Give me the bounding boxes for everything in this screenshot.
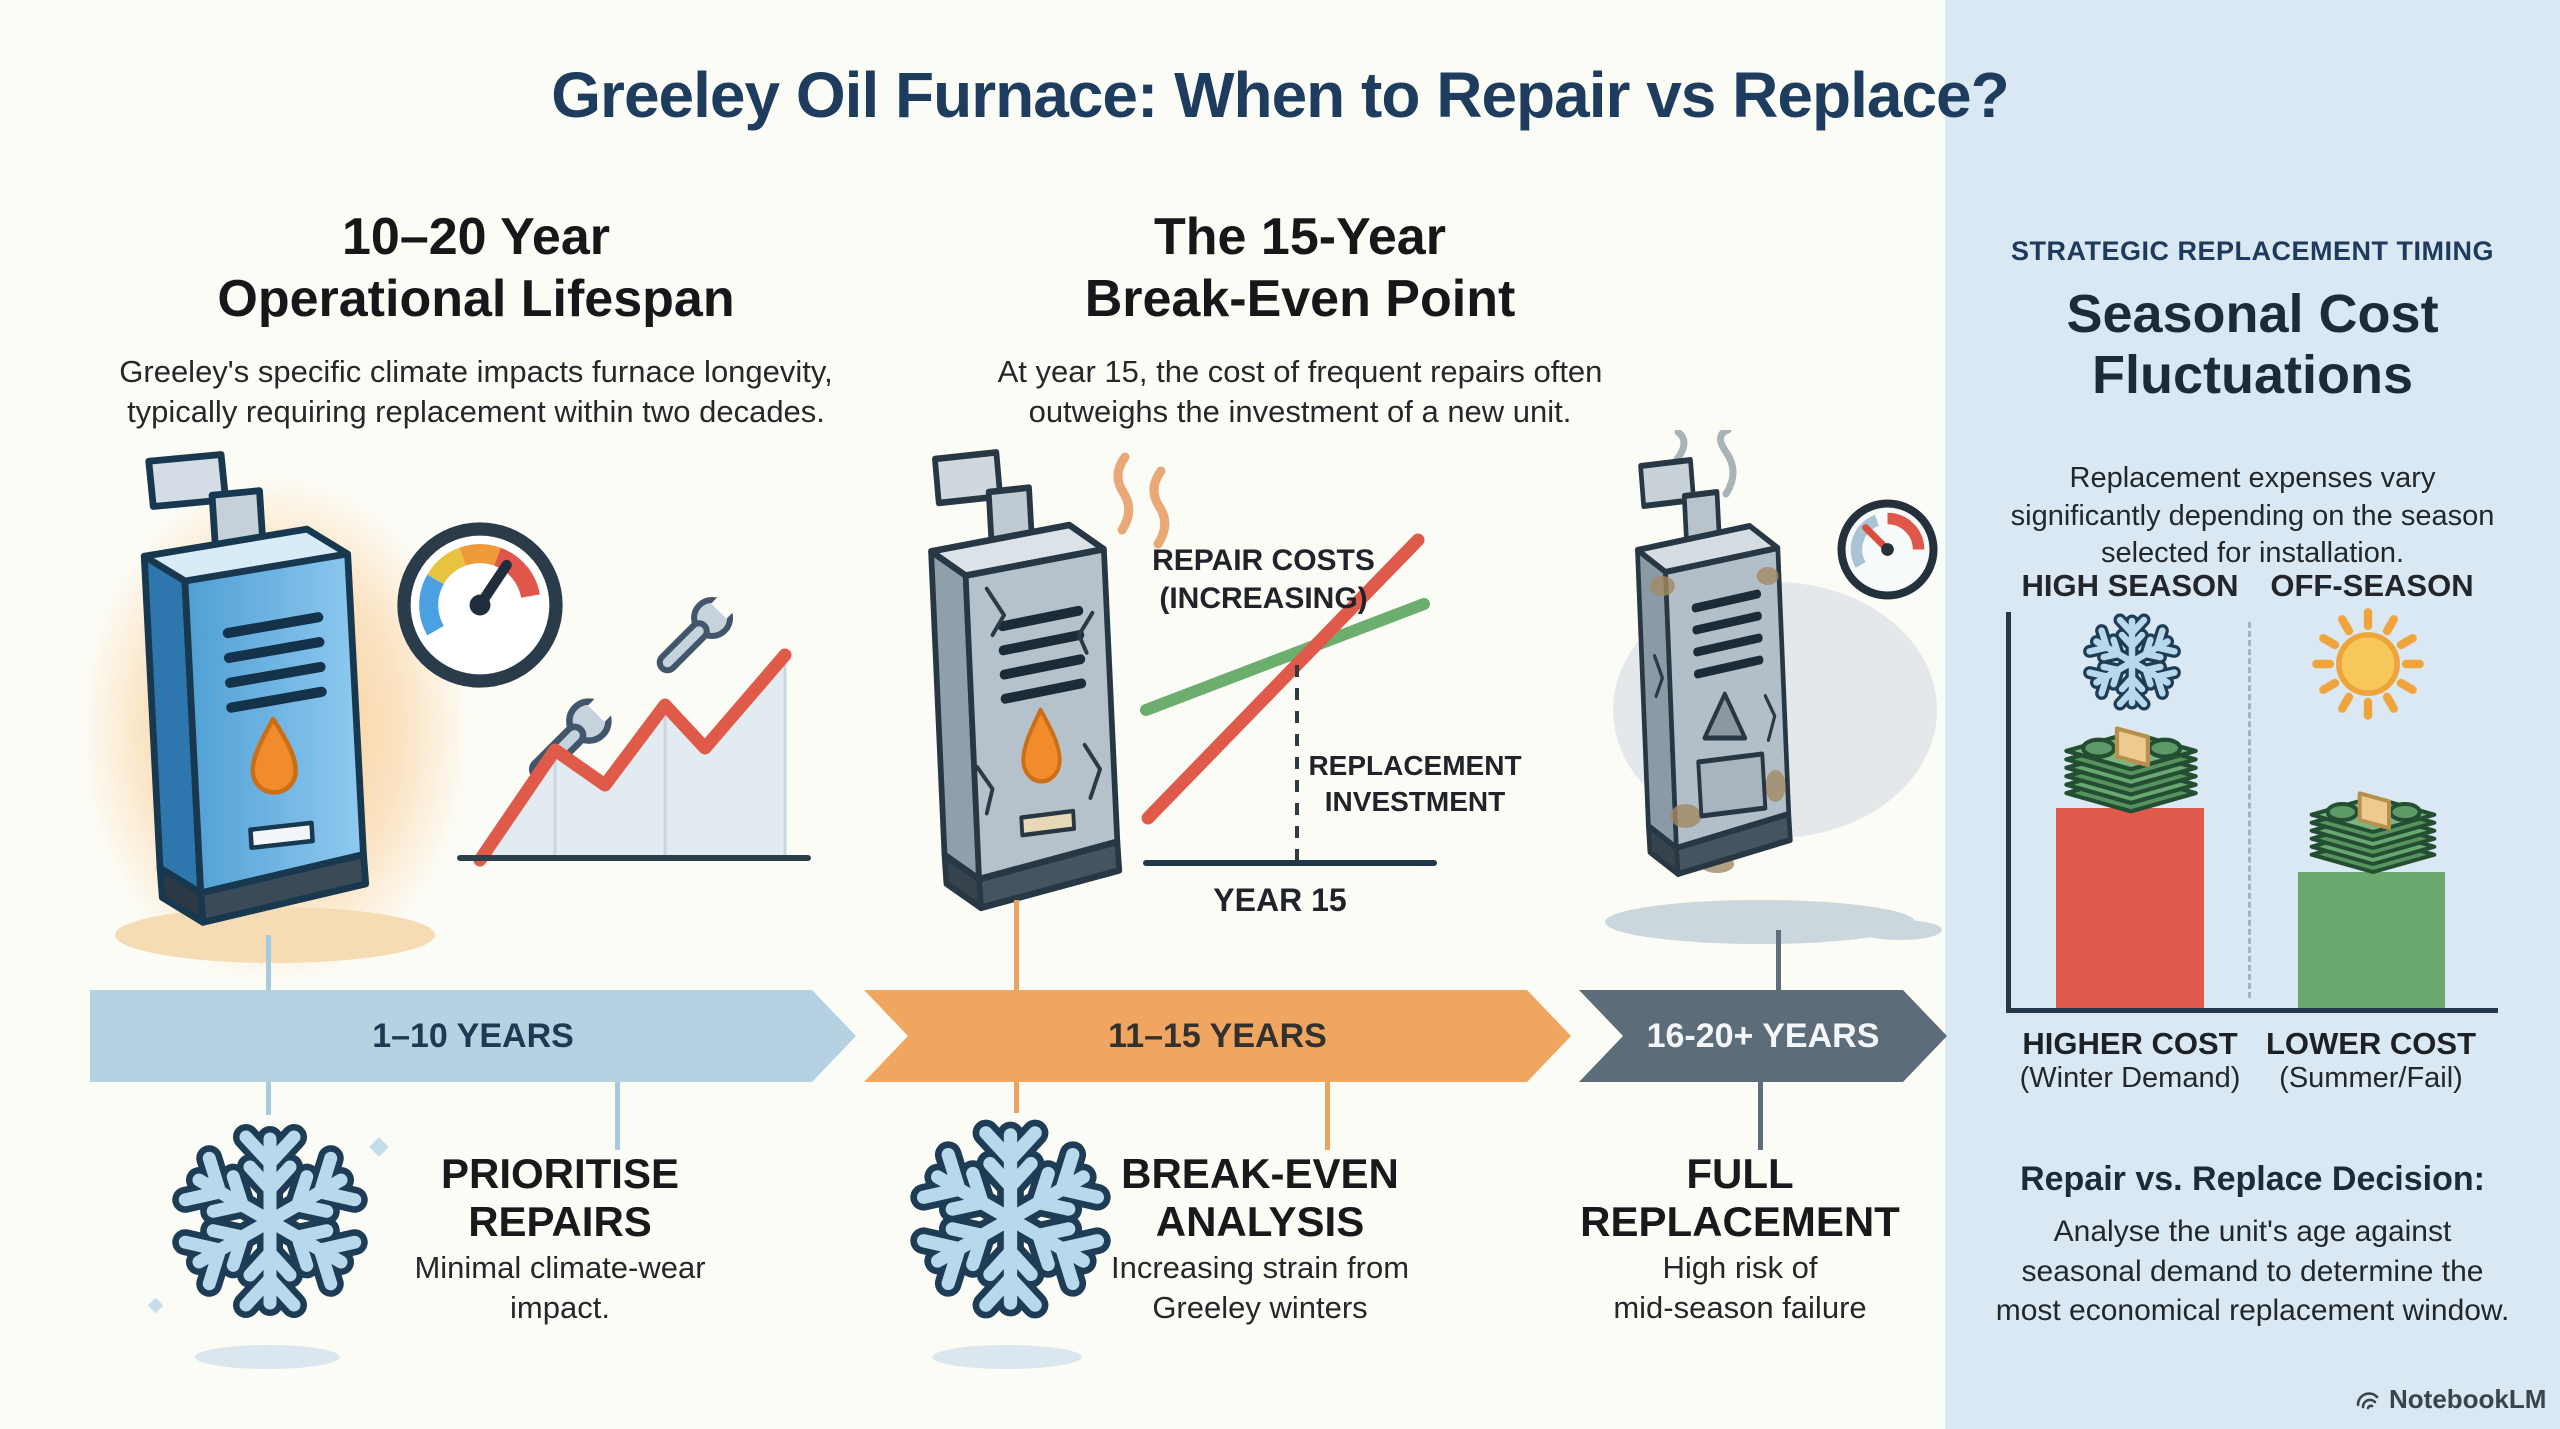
blue-furnace — [140, 451, 370, 926]
connector-line — [266, 1082, 271, 1115]
breakeven-chart — [1140, 533, 1437, 866]
old-furnace-illustration — [1605, 430, 1942, 944]
lower-cost-label: LOWER COST — [2265, 1026, 2477, 1061]
puddle — [1858, 920, 1942, 940]
replacement-investment-label: REPLACEMENT INVESTMENT — [1308, 750, 1522, 817]
seasonal-chart-divider — [2248, 622, 2251, 998]
cracks — [1653, 654, 1777, 742]
furnace-door — [1696, 751, 1768, 819]
repair-costs-label: REPAIR COSTS (INCREASING) — [1152, 544, 1375, 616]
sidebar-kicker: STRATEGIC REPLACEMENT TIMING — [2011, 236, 2494, 266]
phase-title-full-replacement: FULL REPLACEMENT — [1580, 1150, 1900, 1246]
overheat-gauge-icon — [1842, 504, 1934, 596]
warning-triangle-icon — [1702, 691, 1748, 741]
snowflake-shadow — [195, 1345, 340, 1369]
connector-line — [266, 935, 271, 990]
phase-title-break-even-analysis: BREAK-EVEN ANALYSIS — [1121, 1150, 1399, 1246]
timeline-segment-16-20: 16-20+ YEARS — [1579, 990, 1947, 1082]
decision-title: Repair vs. Replace Decision: — [2020, 1160, 2485, 1198]
connector-line — [1014, 900, 1019, 990]
watermark: NotebookLM — [2355, 1384, 2555, 1415]
wrench-icon — [649, 585, 745, 681]
year-15-label: YEAR 15 — [1213, 882, 1347, 918]
decision-body: Analyse the unit's age against seasonal … — [1995, 1215, 2510, 1328]
high-season-cost-bar — [2056, 808, 2204, 1008]
sparkle — [369, 1137, 389, 1157]
money-stack-icon — [2036, 706, 2226, 824]
snowflake-icon — [170, 1112, 370, 1330]
phase-body: Increasing strain from Greeley winters — [1110, 1250, 1410, 1326]
sparkle — [147, 1297, 164, 1314]
furnace-shadow — [115, 907, 435, 963]
phase-title-prioritise-repairs: PRIORITISE REPAIRS — [440, 1150, 680, 1246]
connector-line — [1758, 1082, 1763, 1150]
off-season-cost-bar — [2298, 872, 2445, 1008]
money-stack-icon — [2309, 791, 2437, 874]
timeline-segment-1-10: 1–10 YEARS — [90, 990, 856, 1082]
sun-icon — [2312, 608, 2424, 720]
higher-cost-sublabel: (Winter Demand) — [2019, 1062, 2241, 1094]
rust-patches — [1649, 567, 1786, 873]
connector-line — [1014, 1082, 1019, 1113]
aging-furnace-illustration — [928, 449, 1170, 912]
heat-waves-icon — [1113, 452, 1170, 549]
lifespan-body: Greeley's specific climate impacts furna… — [119, 354, 833, 430]
timeline-segment-11-15: 11–15 YEARS — [864, 990, 1571, 1082]
lower-cost-sublabel: (Summer/Fail) — [2279, 1062, 2463, 1094]
off-season-label: OFF-SEASON — [2270, 568, 2474, 603]
rusty-furnace — [1635, 457, 1793, 877]
breakeven-heading: The 15-Year Break-Even Point — [1084, 208, 1516, 329]
connector-line — [1776, 930, 1781, 990]
high-season-label: HIGH SEASON — [2021, 568, 2239, 603]
notebooklm-logo-icon — [2356, 1391, 2379, 1409]
sidebar-body: Replacement expenses vary significantly … — [2010, 462, 2495, 570]
timeline-label: 16-20+ YEARS — [1646, 1017, 1880, 1055]
phase-body: High risk of mid-season failure — [1613, 1250, 1867, 1326]
lifespan-heading: 10–20 Year Operational Lifespan — [217, 208, 735, 329]
snowflake-icon — [2082, 612, 2182, 712]
timeline-label: 1–10 YEARS — [372, 1017, 574, 1055]
phase-body: Minimal climate-wear impact. — [414, 1250, 706, 1326]
snowflake-shadow — [932, 1345, 1082, 1369]
oil-drop-icon — [1021, 707, 1062, 784]
repair-costs-line — [1141, 533, 1425, 825]
connector-line — [1325, 1082, 1330, 1150]
replacement-investment-line — [1140, 598, 1430, 716]
repair-cost-trend-chart — [457, 648, 811, 867]
connector-line — [615, 1082, 620, 1150]
page-title: Greeley Oil Furnace: When to Repair vs R… — [551, 59, 2009, 131]
seasonal-chart-y-axis — [2006, 612, 2011, 1013]
new-furnace-illustration — [80, 451, 811, 985]
health-gauge-icon — [404, 529, 556, 681]
puddle — [1605, 900, 1915, 944]
oil-drop-icon — [250, 716, 298, 795]
seasonal-chart-x-axis — [2006, 1008, 2498, 1013]
watermark-text: NotebookLM — [2389, 1384, 2547, 1414]
higher-cost-label: HIGHER COST — [2022, 1026, 2238, 1061]
sidebar-heading: Seasonal Cost Fluctuations — [2066, 284, 2439, 406]
cracks — [975, 586, 1102, 816]
gray-furnace — [928, 449, 1123, 912]
breakeven-body: At year 15, the cost of frequent repairs… — [997, 354, 1603, 430]
sidebar-panel — [1945, 0, 2560, 1429]
timeline-label: 11–15 YEARS — [1108, 1017, 1327, 1055]
